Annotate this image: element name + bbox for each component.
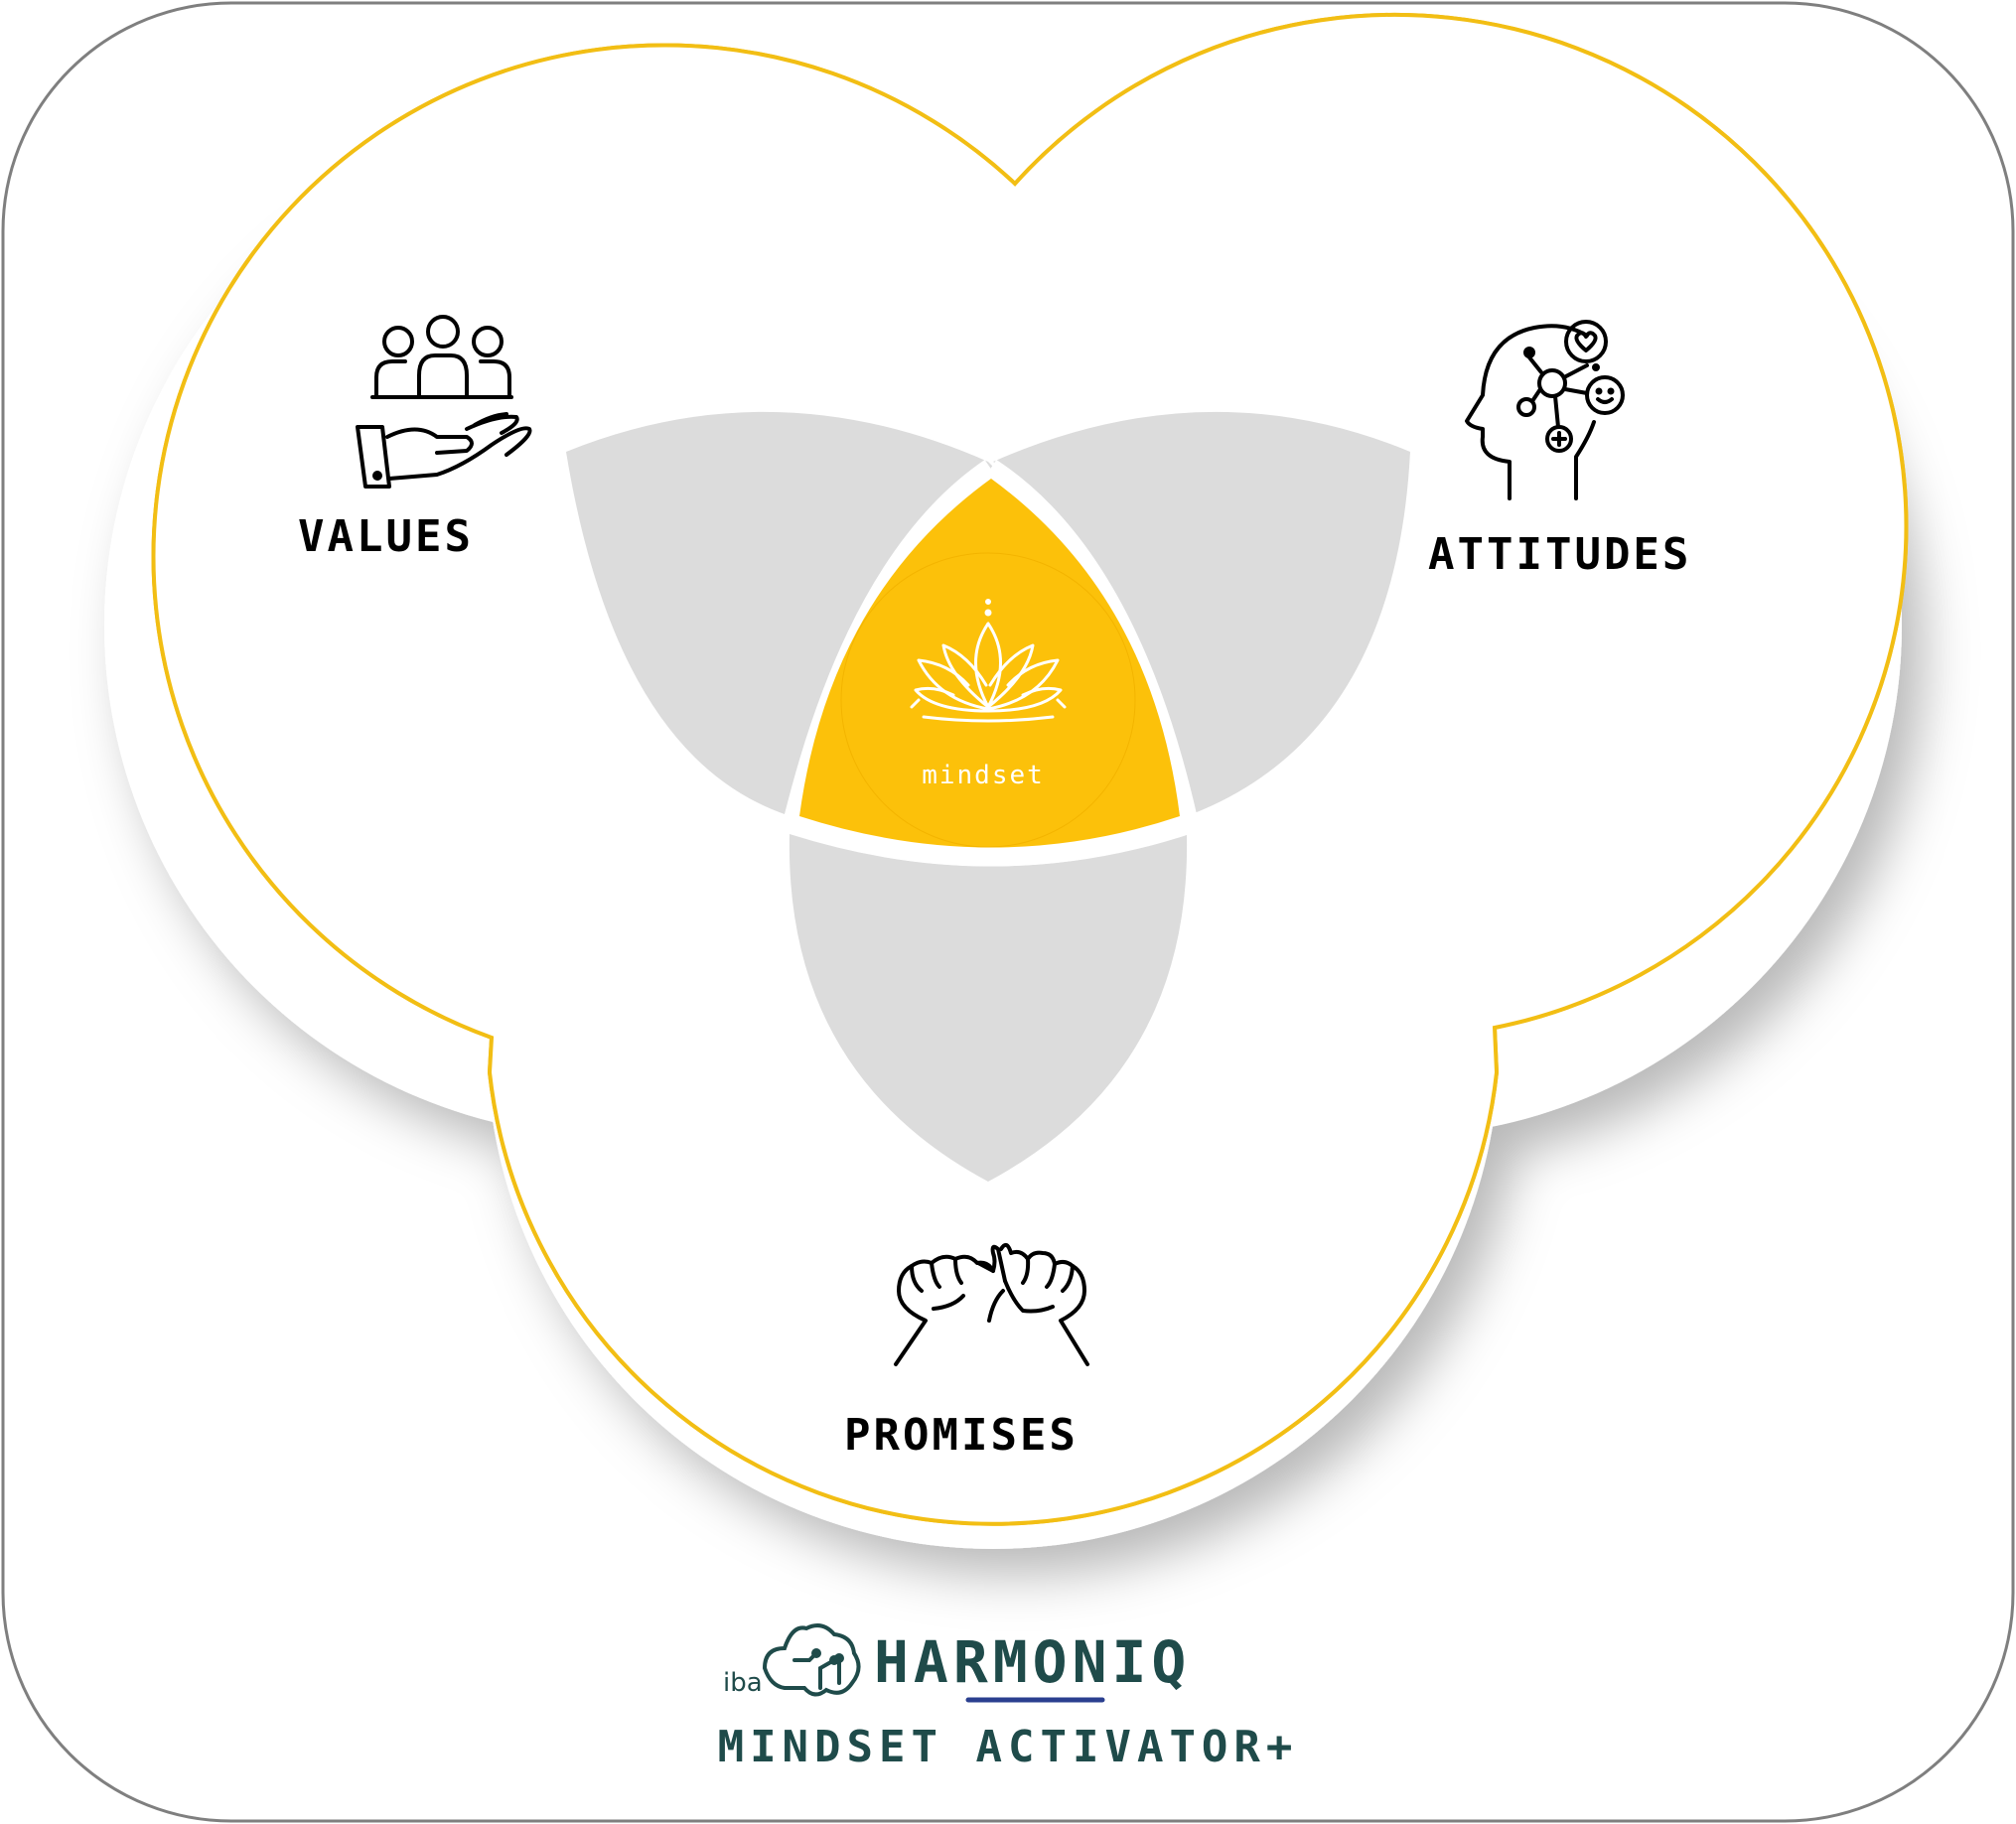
promises-label: PROMISES (844, 1410, 1079, 1461)
pinky-promise-icon (894, 1242, 1089, 1366)
brand-name: HARMONIQ (874, 1628, 1192, 1696)
petal-separators (784, 459, 1198, 867)
people-on-hand-icon (356, 315, 532, 489)
petal-attitudes-right (993, 411, 1410, 814)
values-label: VALUES (298, 511, 474, 562)
mind-emotions-icon (1465, 320, 1625, 500)
center-inner-circle (840, 552, 1136, 848)
petal-promises (789, 834, 1188, 1182)
petal-values-attitudes (566, 411, 993, 814)
attitudes-label: Attitudes (1428, 529, 1692, 580)
lotus-icon (910, 599, 1067, 723)
harmoniq-logo-icon (762, 1623, 1105, 1703)
trefoil-border (151, 12, 1909, 1526)
brand-subtitle: mindset activator+ (717, 1722, 1299, 1772)
mindset-label: mindset (922, 761, 1045, 790)
brand-prefix: iba (723, 1668, 763, 1698)
